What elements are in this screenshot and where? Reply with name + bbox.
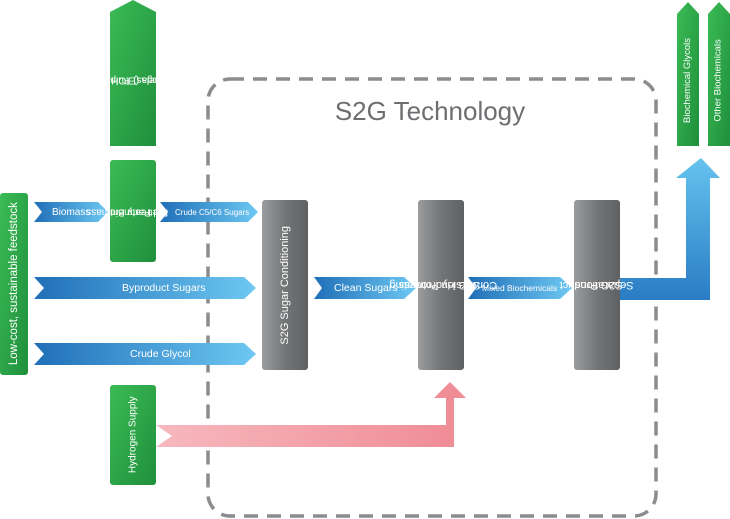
- clean-sugars-label: Clean Sugars: [334, 282, 398, 294]
- hydrogen-arrow: [156, 382, 466, 447]
- crude-glycol-arrow: [34, 343, 256, 365]
- glycols-output-arrow: [677, 2, 699, 146]
- conditioning-box: [262, 200, 308, 370]
- biofuels-output-arrow: [110, 0, 156, 146]
- pretreatment-box: [110, 160, 156, 262]
- output-arrow: [620, 158, 720, 300]
- diagram-title: S2G Technology: [334, 96, 526, 126]
- biofuels-label: Biofuels (EtOH, Lignin,Biogas) Pulp: [76, 73, 178, 85]
- mixed-biochemicals-arrow: [468, 277, 572, 299]
- byproduct-sugars-label: Byproduct Sugars: [122, 282, 206, 294]
- separations-box: [574, 200, 620, 370]
- glycols-label: Biochemical Glycols: [681, 37, 693, 123]
- other-biochemicals-label: Other Biochemicals: [712, 38, 724, 122]
- feedstock-label: Low-cost, sustainable feedstock: [7, 202, 20, 366]
- clean-sugars-arrow: [314, 277, 416, 299]
- mixed-biochemicals-label: Mixed Biochemicals: [482, 283, 558, 293]
- hydrotreating-box: [418, 200, 464, 370]
- hydrogen-label: Hydrogen Supply: [127, 396, 139, 474]
- biomass-arrow: [34, 202, 108, 222]
- conditioning-label: S2G Sugar Conditioning: [278, 225, 291, 345]
- crude-sugars-label: Crude C5/C6 Sugars: [175, 207, 250, 217]
- byproduct-sugars-arrow: [34, 277, 256, 299]
- crude-glycol-label: Crude Glycol: [130, 348, 191, 360]
- biomass-label: Biomass: [52, 206, 91, 218]
- crude-sugars-arrow: [160, 202, 258, 222]
- hydrogen-box: [110, 385, 156, 485]
- feedstock-box: [0, 193, 28, 375]
- other-output-arrow: [708, 2, 730, 146]
